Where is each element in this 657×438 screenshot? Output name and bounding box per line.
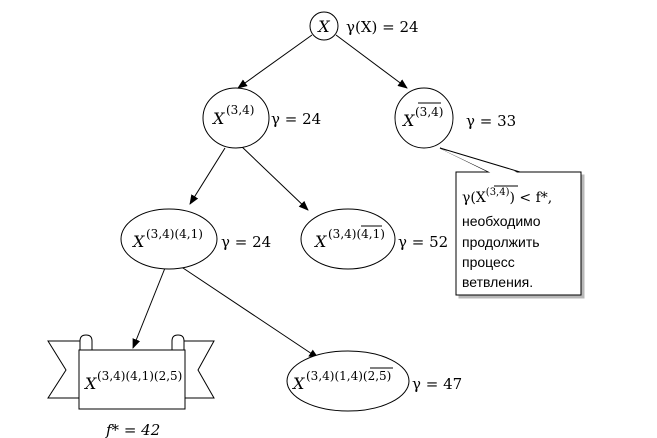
edge-n3441-to-leaf-final: [132, 267, 166, 349]
callout-line-1: необходимо: [462, 213, 541, 229]
node-x3441-bar-sup: (3,4)(4,1): [328, 227, 385, 241]
callout-line-2: продолжить: [462, 234, 540, 250]
node-leaf-right-gamma: γ = 47: [412, 375, 462, 393]
node-x34-sup: (3,4): [226, 103, 254, 117]
node-x34-bar-gamma: γ = 33: [466, 112, 516, 130]
edge-n34-to-n3441: [189, 147, 226, 205]
node-x34-var: X: [211, 109, 225, 128]
node-x3441-bar-var: X: [313, 232, 327, 251]
node-x34-bar-var: X: [401, 111, 415, 130]
node-root-var: X: [316, 17, 330, 36]
node-x34: X (3,4) γ = 24: [202, 87, 321, 149]
callout-line-4: ветвления.: [462, 274, 533, 290]
callout-note: γ(X(3,4)) < f*, необходимо продолжить пр…: [439, 147, 582, 296]
node-x34-bar-sup: (3,4): [415, 105, 443, 119]
leaf-final-body: [78, 349, 186, 410]
node-x3441-var: X: [131, 232, 145, 251]
node-x3441: X (3,4)(4,1) γ = 24: [120, 208, 271, 270]
node-x34-ellipse: [202, 87, 270, 149]
node-x34-gamma: γ = 24: [271, 110, 321, 128]
node-root: X γ(X) = 24: [309, 11, 419, 41]
node-leaf-right: X (3,4)(1,4)(2,5) γ = 47: [286, 350, 462, 412]
node-root-ellipse: [309, 11, 339, 41]
edge-root-to-n34bar: [335, 34, 408, 89]
callout-box: [455, 171, 582, 296]
leaf-final-sup: (3,4)(4,1)(2,5): [97, 369, 182, 383]
edge-n3441-to-leaf-right: [179, 265, 319, 359]
node-x3441-bar-gamma: γ = 52: [398, 233, 448, 251]
edge-root-to-n34: [237, 34, 313, 89]
callout-line-3: процесс: [462, 254, 515, 270]
leaf-final-var: X: [83, 374, 97, 393]
node-x3441-bar-ellipse: [300, 208, 396, 270]
tree-edges: [132, 34, 408, 359]
leaf-final: X (3,4)(4,1)(2,5) f* = 42: [47, 334, 215, 438]
node-x34-bar: X (3,4) γ = 33: [394, 87, 516, 149]
node-leaf-right-var: X: [291, 374, 305, 393]
node-x3441-ellipse: [120, 208, 218, 270]
node-x3441-bar: X (3,4)(4,1) γ = 52: [300, 208, 448, 270]
edge-n34-to-n3441bar: [239, 144, 309, 211]
leaf-final-fstar: f* = 42: [105, 421, 160, 438]
node-x3441-sup: (3,4)(4,1): [146, 227, 203, 241]
node-root-gamma: γ(X) = 24: [346, 18, 419, 36]
node-leaf-right-sup: (3,4)(1,4)(2,5): [306, 369, 391, 383]
callout-formula: γ(X(3,4)) < f*,: [462, 187, 552, 206]
node-leaf-right-ellipse: [286, 350, 410, 412]
node-x3441-gamma: γ = 24: [221, 233, 271, 251]
